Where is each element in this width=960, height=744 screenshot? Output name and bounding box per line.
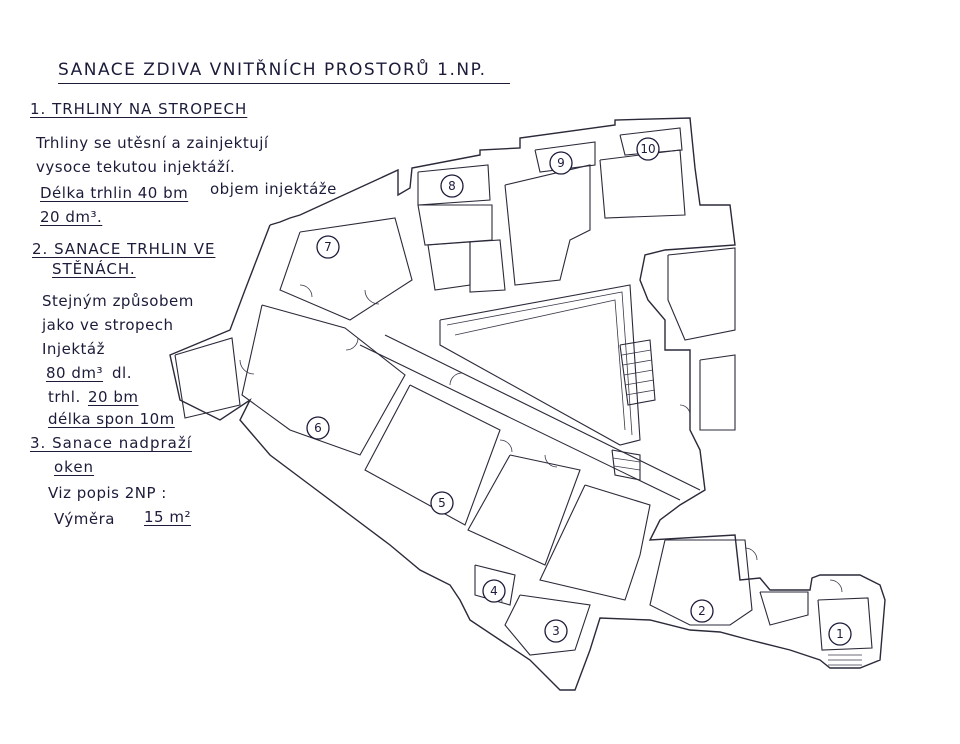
section-2-heading-line-2: STĚNÁCH. bbox=[52, 260, 136, 278]
outer-wall bbox=[169, 117, 886, 691]
room-labels: 1 2 3 4 5 6 7 8 bbox=[306, 137, 852, 646]
section-1-line-3a: Délka trhlin 40 bm bbox=[40, 184, 189, 202]
room-4-label: 4 bbox=[482, 579, 506, 603]
section-2-line-1: Stejným způsobem bbox=[42, 292, 194, 310]
room-9-label: 9 bbox=[549, 151, 573, 175]
room-3-label: 3 bbox=[544, 619, 568, 643]
section-2-line-6: délka spon 10m bbox=[48, 410, 175, 428]
section-3-line-1: Viz popis 2NP : bbox=[48, 484, 167, 502]
section-3-heading-line-1: 3. Sanace nadpraží bbox=[30, 434, 192, 452]
interior-walls bbox=[174, 127, 873, 666]
section-1-line-2: vysoce tekutou injektáží. bbox=[36, 158, 236, 176]
section-2-line-5b: 20 bm bbox=[88, 388, 139, 406]
svg-text:4: 4 bbox=[490, 584, 498, 598]
room-7-label: 7 bbox=[316, 235, 340, 259]
staircase bbox=[611, 339, 656, 481]
room-2-label: 2 bbox=[690, 599, 714, 623]
room-1-label: 1 bbox=[828, 622, 852, 646]
svg-text:10: 10 bbox=[640, 142, 655, 156]
section-2-heading-line-1: 2. SANACE TRHLIN VE bbox=[32, 240, 216, 258]
svg-text:2: 2 bbox=[698, 604, 706, 618]
room-5-label: 5 bbox=[430, 491, 454, 515]
svg-text:3: 3 bbox=[552, 624, 560, 638]
section-3-heading-line-2: oken bbox=[54, 458, 95, 476]
section-2-line-5a: trhl. bbox=[48, 388, 81, 406]
svg-text:9: 9 bbox=[557, 156, 565, 170]
section-2-line-2: jako ve stropech bbox=[42, 316, 174, 334]
room-8-label: 8 bbox=[440, 174, 464, 198]
svg-text:6: 6 bbox=[314, 421, 322, 435]
section-2-line-4a: 80 dm³ bbox=[46, 364, 104, 382]
svg-text:5: 5 bbox=[438, 496, 446, 510]
section-2-line-4b: dl. bbox=[112, 364, 132, 382]
door-swings bbox=[239, 284, 843, 603]
section-3-line-2a: Výměra bbox=[54, 510, 115, 528]
room-10-label: 10 bbox=[636, 137, 660, 161]
section-3-line-2b: 15 m² bbox=[144, 508, 191, 526]
svg-text:8: 8 bbox=[448, 179, 456, 193]
section-1-line-3b: objem injektáže bbox=[210, 180, 337, 198]
section-1-line-1: Trhliny se utěsní a zainjektují bbox=[36, 134, 269, 152]
room-6-label: 6 bbox=[306, 416, 330, 440]
drawing-title: SANACE ZDIVA VNITŘNÍCH PROSTORŮ 1.NP. bbox=[58, 60, 510, 84]
section-1-line-4: 20 dm³. bbox=[40, 208, 103, 226]
svg-text:1: 1 bbox=[836, 627, 844, 641]
svg-text:7: 7 bbox=[324, 240, 332, 254]
section-2-line-3: Injektáž bbox=[42, 340, 105, 358]
section-1-heading: 1. TRHLINY NA STROPECH bbox=[30, 100, 248, 118]
